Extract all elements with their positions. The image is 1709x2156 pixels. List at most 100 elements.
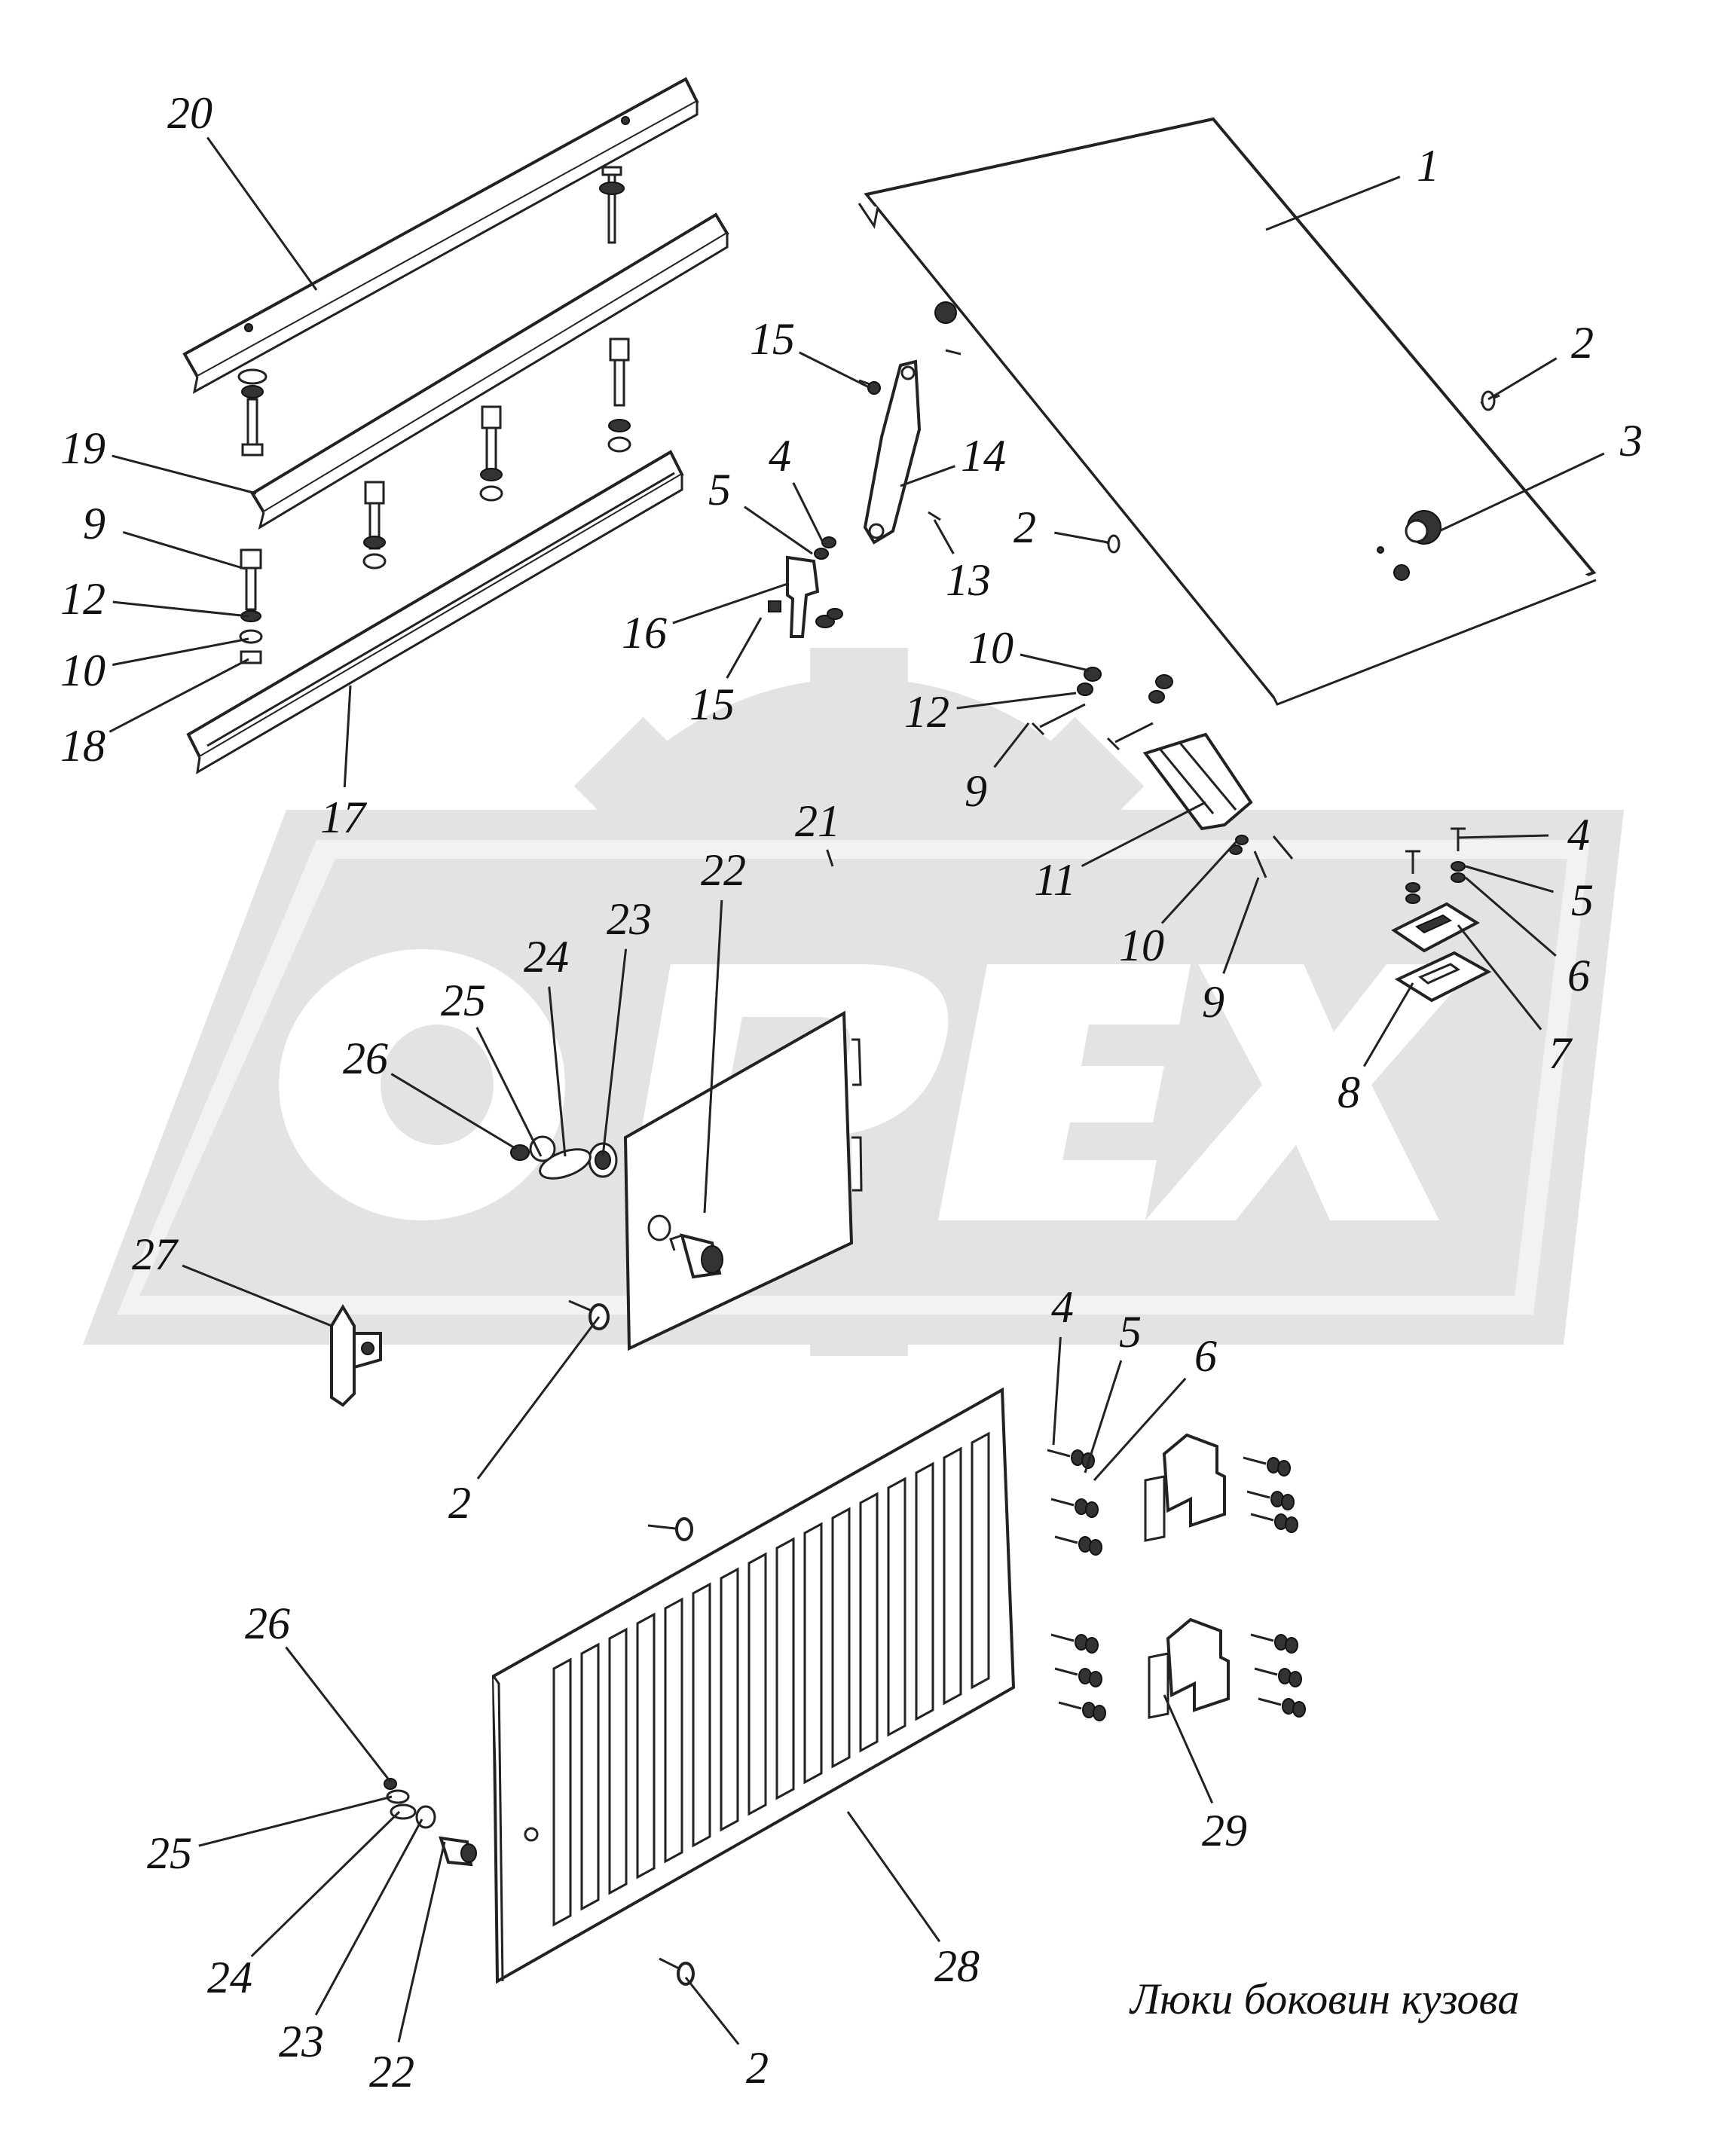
callout-c25a: 25 xyxy=(441,976,486,1025)
part-11-hinge xyxy=(1031,667,1294,878)
callout-c1: 1 xyxy=(1417,141,1439,191)
bolt-shank xyxy=(1058,1701,1082,1710)
callout-c17: 17 xyxy=(320,792,365,842)
bolt-shank xyxy=(1250,1633,1274,1642)
hinge-bolts xyxy=(1047,1449,1306,1721)
callout-c6b: 6 xyxy=(1194,1331,1217,1381)
leader-c15b xyxy=(726,617,763,679)
louver-slot xyxy=(636,1612,656,1880)
part-16-bracket xyxy=(768,536,843,638)
callout-c15a: 15 xyxy=(750,314,795,364)
leader-c26a xyxy=(390,1073,517,1150)
callout-c18: 18 xyxy=(60,721,105,771)
leader-c10a xyxy=(1020,653,1090,672)
louver-slot xyxy=(720,1567,739,1832)
leader-lines xyxy=(109,136,1605,2045)
leader-c6b xyxy=(1093,1377,1187,1482)
callout-c14: 14 xyxy=(961,431,1006,481)
bolt-shank xyxy=(1258,1697,1282,1706)
louver-slot xyxy=(915,1461,934,1721)
callout-c5a: 5 xyxy=(708,465,731,515)
bolt-shank xyxy=(1054,1535,1078,1544)
part-8-plate xyxy=(1394,951,1492,1003)
leader-c18 xyxy=(109,658,249,733)
leader-c16 xyxy=(672,582,788,625)
leader-c1 xyxy=(1265,176,1401,231)
part-27-clip xyxy=(330,1304,382,1407)
part-4-5-6-small-bolts xyxy=(1405,827,1466,904)
part-1-hatch-lid xyxy=(858,117,1597,706)
callout-c4b: 4 xyxy=(1567,810,1590,860)
callout-c10a: 10 xyxy=(968,623,1013,673)
callout-c20: 20 xyxy=(167,88,212,138)
leader-c20 xyxy=(206,136,318,291)
leader-c4b xyxy=(1457,834,1549,839)
leader-c25a xyxy=(475,1027,543,1157)
leader-c4a xyxy=(792,482,824,543)
leader-c5b xyxy=(1465,865,1555,893)
leader-c24b xyxy=(250,1810,401,1958)
callout-c23a: 23 xyxy=(607,894,652,944)
louver-slot xyxy=(552,1657,572,1927)
leader-c8 xyxy=(1362,982,1414,1067)
leader-c10b xyxy=(112,637,249,666)
bolt-washer xyxy=(1093,1705,1106,1721)
leader-c23b xyxy=(314,1819,423,2016)
leader-c7 xyxy=(1457,924,1542,1031)
part-17-bottom-rail xyxy=(186,450,684,774)
lock-assembly-lower xyxy=(384,1778,477,1867)
callout-c27: 27 xyxy=(132,1229,177,1279)
callout-c28: 28 xyxy=(934,1941,980,1991)
callout-c13: 13 xyxy=(946,555,991,605)
grille-louvers xyxy=(552,1431,990,1927)
leader-c2c xyxy=(476,1316,601,1480)
louver-slot xyxy=(943,1446,962,1706)
callout-c2d: 2 xyxy=(746,2043,769,2093)
bolt-shank xyxy=(1047,1449,1071,1458)
louver-slot xyxy=(580,1642,600,1911)
bolt-washer xyxy=(1085,1501,1099,1518)
callout-c26a: 26 xyxy=(343,1034,388,1083)
louver-slot xyxy=(831,1507,851,1769)
leader-c13 xyxy=(933,519,955,554)
callout-c26b: 26 xyxy=(245,1599,290,1648)
leader-c12b xyxy=(956,692,1077,710)
callout-c7: 7 xyxy=(1548,1028,1571,1078)
bolt-washer xyxy=(1289,1671,1302,1687)
callout-c10b: 10 xyxy=(60,646,105,695)
part-28-grille-panel xyxy=(491,1387,1016,1984)
callout-c19: 19 xyxy=(60,423,105,473)
callout-c23b: 23 xyxy=(279,2017,324,2066)
bolt-shank xyxy=(1054,1667,1078,1676)
louver-slot xyxy=(859,1492,879,1753)
bolt-washer xyxy=(1089,1671,1102,1687)
callout-c5c: 5 xyxy=(1119,1307,1142,1357)
callout-c9a: 9 xyxy=(83,499,105,548)
rail-bolts xyxy=(237,166,631,664)
opex-watermark xyxy=(83,648,1624,1356)
leader-c9c xyxy=(1222,877,1260,974)
lower-hinges xyxy=(1144,1433,1230,1719)
leader-c22a xyxy=(703,899,723,1214)
louver-slot xyxy=(803,1522,823,1785)
bolt-shank xyxy=(1254,1667,1278,1676)
lock-assembly-middle xyxy=(510,1135,723,1279)
bolt-shank xyxy=(1250,1513,1274,1522)
callout-c10c: 10 xyxy=(1119,921,1164,970)
callout-c5b: 5 xyxy=(1571,875,1594,925)
callout-c22b: 22 xyxy=(369,2047,414,2096)
leader-c6a xyxy=(1465,876,1557,957)
louver-slot xyxy=(747,1552,767,1816)
callout-c12b: 12 xyxy=(904,687,949,737)
bolt-shank xyxy=(1050,1498,1075,1507)
part-19-middle-rail xyxy=(250,212,729,530)
leader-c14 xyxy=(900,465,955,487)
leader-c2d xyxy=(684,1977,740,2045)
leader-c3 xyxy=(1438,452,1605,533)
leader-c2b xyxy=(1054,531,1108,544)
leader-c11 xyxy=(1081,801,1206,868)
callout-c21: 21 xyxy=(795,796,840,846)
leader-c24a xyxy=(548,986,567,1157)
